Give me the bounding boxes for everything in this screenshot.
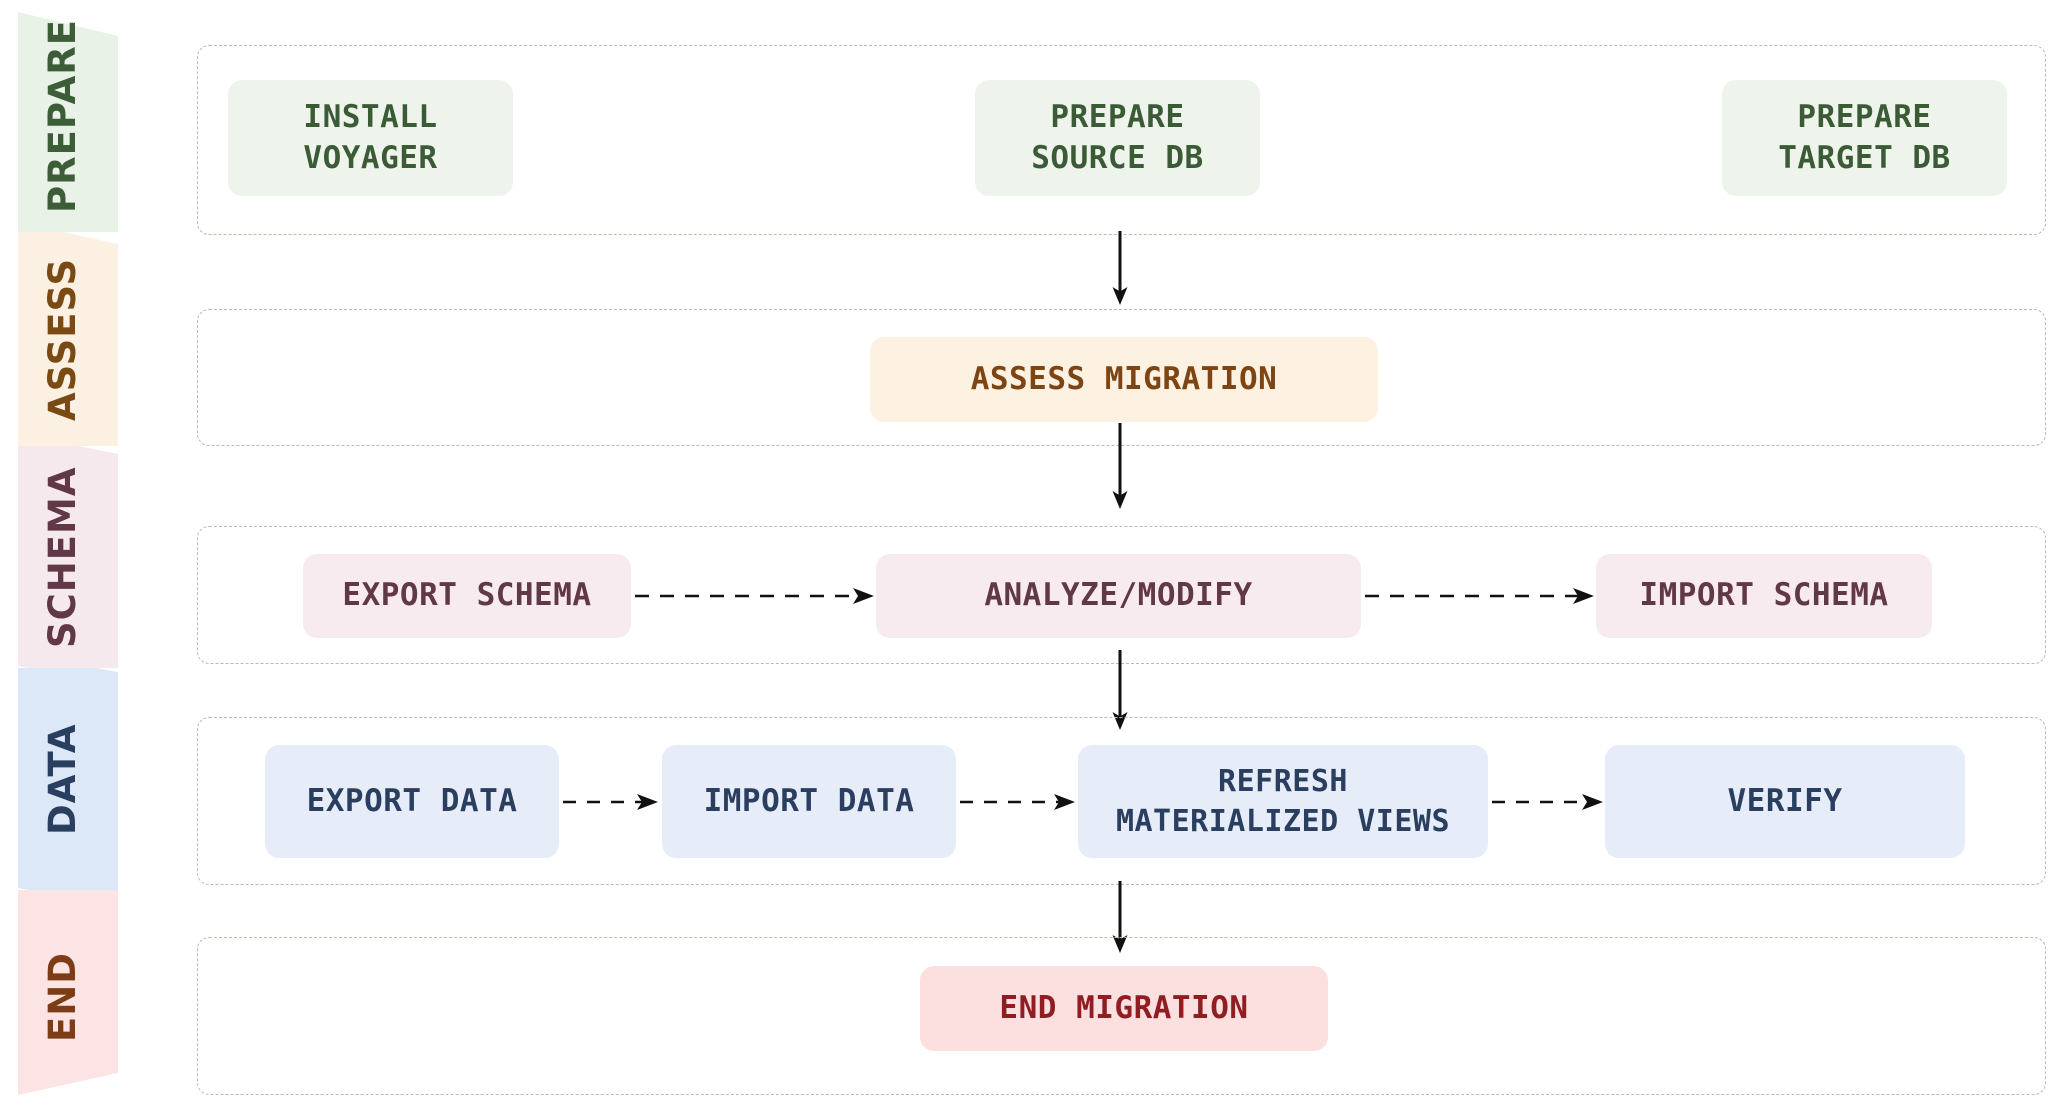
node-prepare-target-db-label: PREPARE TARGET DB [1778,98,1951,176]
node-import-schema[interactable]: IMPORT SCHEMA [1596,554,1932,638]
node-export-schema[interactable]: EXPORT SCHEMA [303,554,631,638]
node-analyze-modify-label: ANALYZE/MODIFY [984,577,1253,614]
node-prepare-source-db[interactable]: PREPARE SOURCE DB [975,80,1260,196]
node-import-schema-label: IMPORT SCHEMA [1639,577,1889,614]
phase-row-schema [197,526,2046,664]
phase-band-prepare-shape [18,12,118,232]
phase-row-prepare [197,45,2046,235]
node-install-voyager[interactable]: INSTALL VOYAGER [228,80,513,196]
phase-band-data[interactable]: DATA [0,668,125,890]
phase-band-assess-shape [18,232,118,446]
phase-band-assess[interactable]: ASSESS [0,232,125,446]
node-prepare-source-db-label: PREPARE SOURCE DB [1031,98,1204,176]
phase-row-assess [197,309,2046,446]
phase-rail: PREPARE ASSESS SCHEMA DATA END [0,0,125,1105]
node-verify-label: VERIFY [1727,782,1843,819]
node-refresh-materialized-views-label: REFRESH MATERIALIZED VIEWS [1115,763,1451,839]
node-export-data[interactable]: EXPORT DATA [265,745,559,858]
phase-band-prepare[interactable]: PREPARE [0,0,125,232]
node-prepare-target-db[interactable]: PREPARE TARGET DB [1722,80,2007,196]
node-assess-migration-label: ASSESS MIGRATION [970,360,1278,397]
node-verify[interactable]: VERIFY [1605,745,1965,858]
node-import-data[interactable]: IMPORT DATA [662,745,956,858]
node-assess-migration[interactable]: ASSESS MIGRATION [870,337,1378,422]
phase-band-schema[interactable]: SCHEMA [0,446,125,668]
node-end-migration-label: END MIGRATION [999,989,1249,1026]
node-analyze-modify[interactable]: ANALYZE/MODIFY [876,554,1361,638]
phase-row-data [197,717,2046,885]
phase-band-schema-shape [18,446,118,668]
node-export-data-label: EXPORT DATA [306,782,518,819]
node-refresh-materialized-views[interactable]: REFRESH MATERIALIZED VIEWS [1078,745,1488,858]
node-install-voyager-label: INSTALL VOYAGER [303,98,438,176]
node-import-data-label: IMPORT DATA [703,782,915,819]
phase-band-end[interactable]: END [0,890,125,1105]
node-export-schema-label: EXPORT SCHEMA [342,577,592,614]
node-end-migration[interactable]: END MIGRATION [920,966,1328,1051]
phase-band-end-shape [18,890,118,1095]
phase-band-data-shape [18,668,118,890]
phase-row-end [197,937,2046,1095]
edge-prepare-source-db-to-assess-migration [1112,231,1128,305]
